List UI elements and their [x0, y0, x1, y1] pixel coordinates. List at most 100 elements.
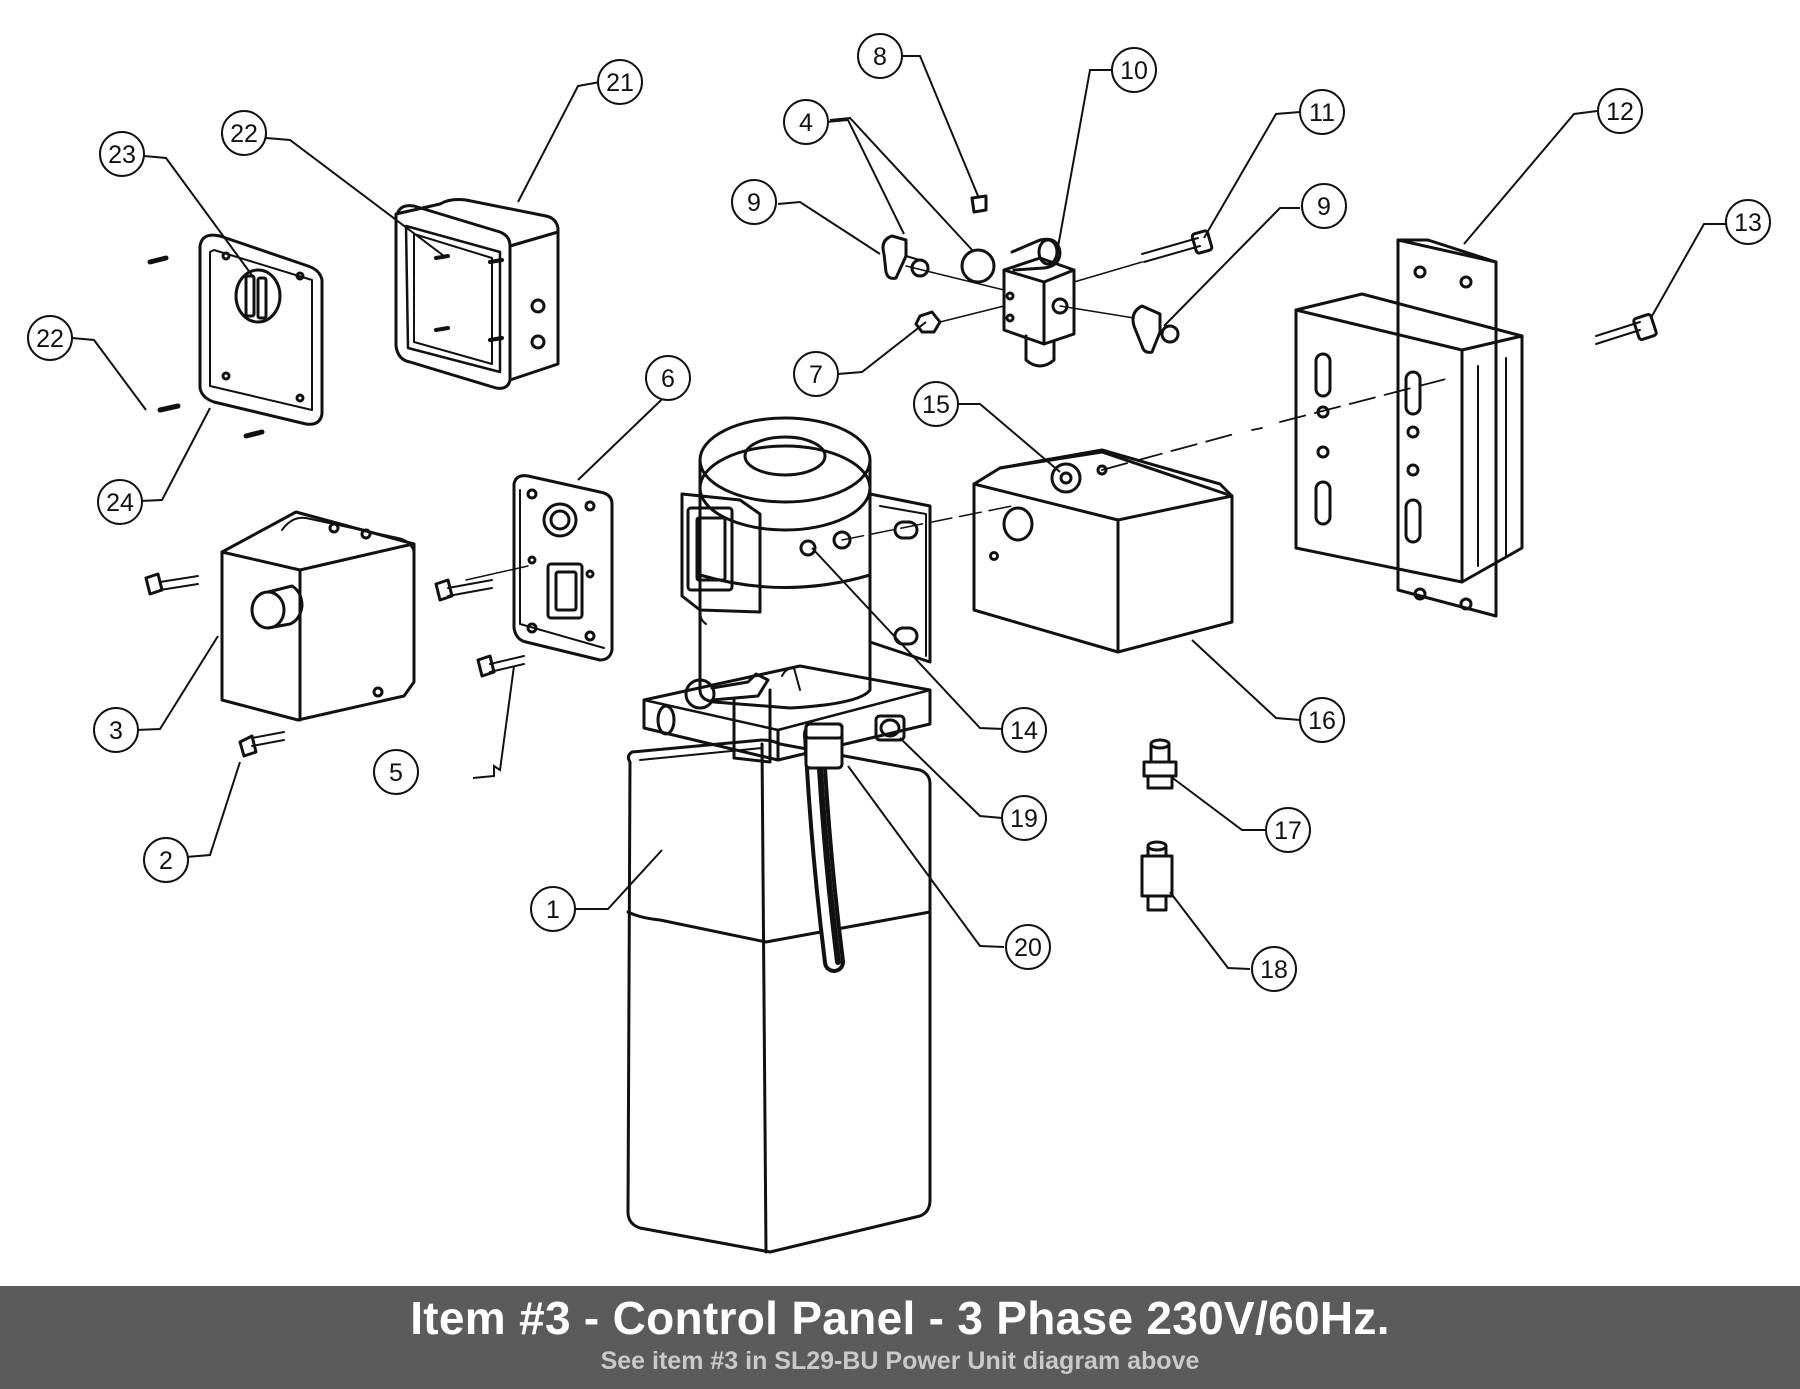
callout-circle [1001, 795, 1047, 841]
callout-number: 10 [1120, 57, 1148, 85]
callout-number: 14 [1010, 717, 1038, 745]
callout-number: 22 [230, 120, 258, 148]
callout-c8: 8 [857, 33, 903, 79]
reservoir-tank [626, 738, 932, 1254]
callout-circle [913, 381, 959, 427]
callout-c10: 10 [1111, 47, 1157, 93]
callout-number: 24 [106, 489, 134, 517]
callout-circle [530, 886, 576, 932]
callout-circle [373, 749, 419, 795]
callout-c6: 6 [645, 355, 691, 401]
callout-c20: 20 [1005, 924, 1051, 970]
callout-circle [1005, 924, 1051, 970]
callout-number: 6 [661, 365, 675, 393]
callout-circle [783, 99, 829, 145]
callout-number: 22 [36, 325, 64, 353]
callout-c3: 3 [93, 707, 139, 753]
callout-number: 9 [747, 189, 761, 217]
callout-circle [793, 351, 839, 397]
alignment-centerline [1101, 377, 1451, 471]
callout-circle [1299, 697, 1345, 743]
callout-c19: 19 [1001, 795, 1047, 841]
callout-number: 23 [108, 141, 136, 169]
callout-circle [597, 59, 643, 105]
callout-number: 18 [1260, 956, 1288, 984]
power-cord [803, 722, 845, 973]
callout-c22b: 22 [27, 315, 73, 361]
callout-c12: 12 [1597, 88, 1643, 134]
callout-number: 4 [799, 109, 813, 137]
switch-enclosure [394, 198, 560, 390]
caption-bar: Item #3 - Control Panel - 3 Phase 230V/6… [0, 1286, 1800, 1389]
callout-circle [1597, 88, 1643, 134]
callout-c1: 1 [530, 886, 576, 932]
fitting-18 [1140, 840, 1174, 912]
callout-number: 3 [109, 717, 123, 745]
callout-number: 13 [1734, 209, 1762, 237]
callout-number: 21 [606, 69, 634, 97]
callout-c5: 5 [373, 749, 419, 795]
callout-number: 20 [1014, 934, 1042, 962]
callout-circle [1251, 946, 1297, 992]
bolt-13 [1595, 313, 1658, 345]
callout-c21: 21 [597, 59, 643, 105]
callout-c9b: 9 [1301, 183, 1347, 229]
control-panel-plate [512, 474, 614, 662]
callout-c14: 14 [1001, 707, 1047, 753]
control-box [220, 510, 416, 722]
callout-circle [1299, 89, 1345, 135]
valve-assembly [881, 194, 1214, 368]
mounting-bracket [1294, 238, 1524, 618]
bolt-5 [434, 578, 525, 678]
callout-circle [1111, 47, 1157, 93]
callout-number: 5 [389, 759, 403, 787]
callout-number: 19 [1010, 805, 1038, 833]
callout-c18: 18 [1251, 946, 1297, 992]
switch-cover [198, 233, 324, 426]
exploded-parts-diagram: 1234567899101112131415161718192021222223… [27, 33, 1771, 1254]
callout-c9a: 9 [731, 179, 777, 225]
callout-number: 16 [1308, 707, 1336, 735]
screws-22 [147, 255, 265, 439]
callout-c24: 24 [97, 479, 143, 525]
callout-circle [1725, 199, 1771, 245]
callout-number: 9 [1317, 193, 1331, 221]
callout-c2: 2 [143, 837, 189, 883]
callout-number: 17 [1274, 817, 1302, 845]
callout-circle [143, 837, 189, 883]
callout-c4: 4 [783, 99, 829, 145]
callout-circle [97, 479, 143, 525]
callout-circle [93, 707, 139, 753]
callout-c17: 17 [1265, 807, 1311, 853]
callout-circle [645, 355, 691, 401]
pump-base-block [642, 664, 932, 764]
caption-title: Item #3 - Control Panel - 3 Phase 230V/6… [410, 1292, 1390, 1344]
bolt-2 [144, 572, 285, 758]
motor [680, 416, 932, 710]
callout-c22a: 22 [221, 110, 267, 156]
callout-circle [221, 110, 267, 156]
callout-number: 11 [1309, 99, 1335, 127]
callout-circle [99, 131, 145, 177]
callout-circle [857, 33, 903, 79]
control-panel-bracket [972, 448, 1234, 654]
callout-number: 7 [809, 361, 823, 389]
callout-number: 15 [922, 391, 950, 419]
callout-circle [1265, 807, 1311, 853]
callout-c15: 15 [913, 381, 959, 427]
callout-circle [1301, 183, 1347, 229]
callout-number: 12 [1606, 98, 1634, 126]
callout-c11: 11 [1299, 89, 1345, 135]
callout-c13: 13 [1725, 199, 1771, 245]
callout-c7: 7 [793, 351, 839, 397]
callout-number: 1 [546, 896, 560, 924]
caption-subtitle: See item #3 in SL29-BU Power Unit diagra… [600, 1347, 1200, 1375]
callout-circle [731, 179, 777, 225]
callout-circle [1001, 707, 1047, 753]
callout-circle [27, 315, 73, 361]
fitting-17 [1142, 738, 1178, 790]
callout-number: 8 [873, 43, 887, 71]
callout-number: 2 [159, 847, 173, 875]
